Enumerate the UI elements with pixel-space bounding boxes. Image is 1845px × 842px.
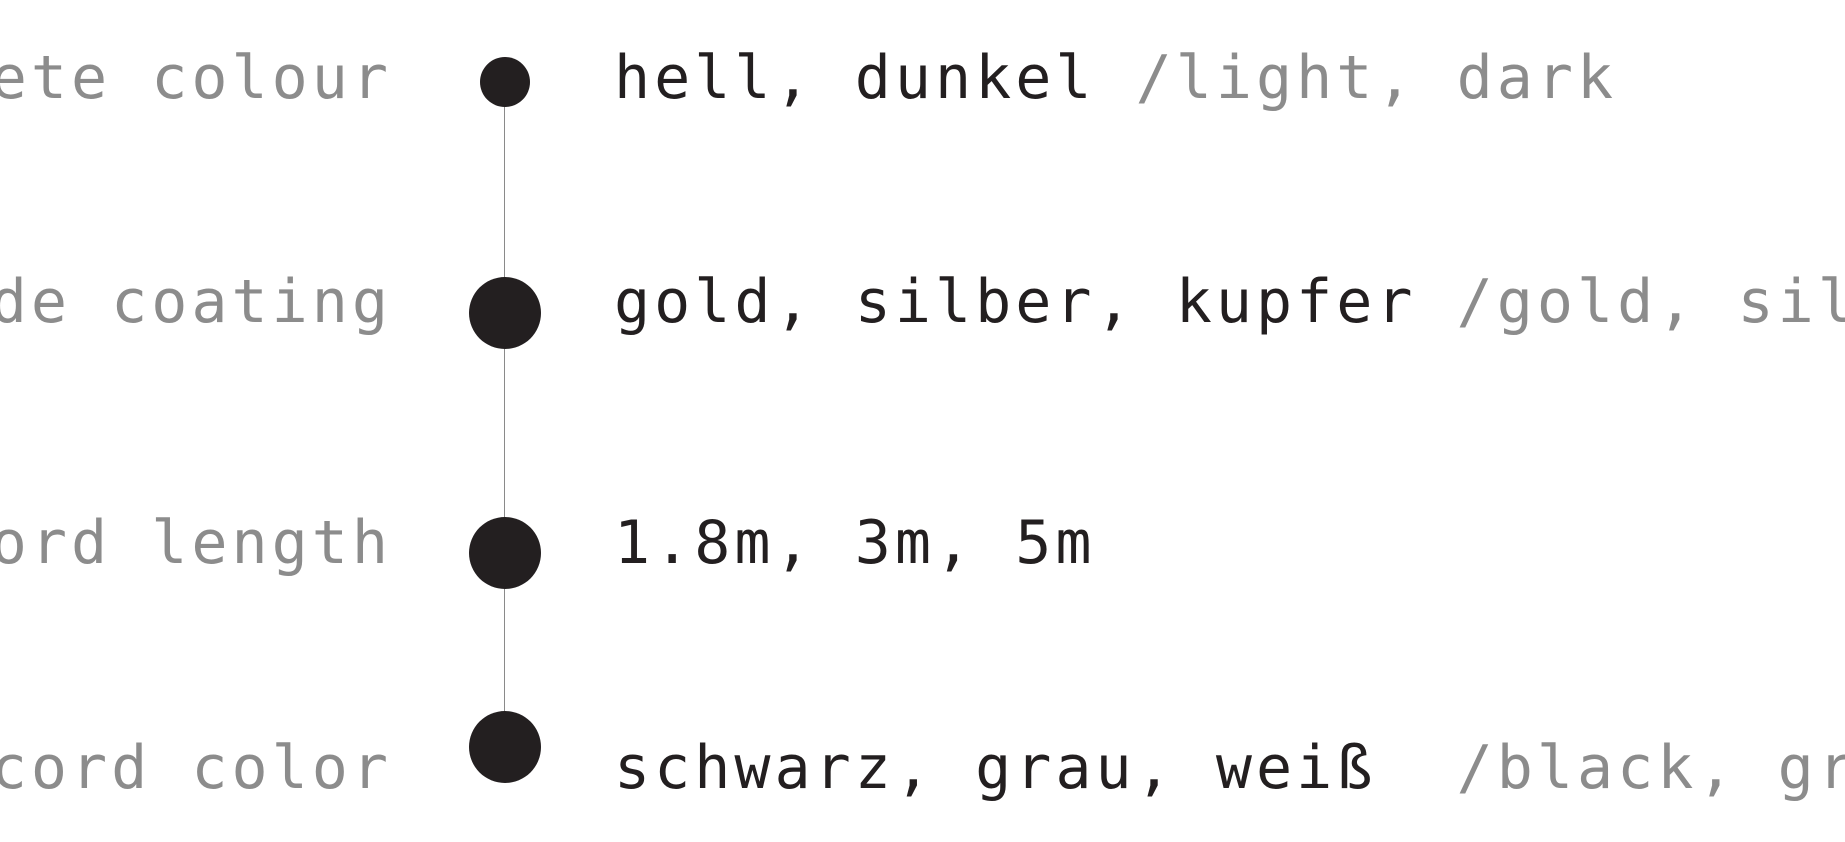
option-label-cord-color: cord color <box>0 733 392 803</box>
values-german: 1.8m, 3m, 5m <box>614 508 1096 578</box>
timeline-dot-length <box>469 517 541 589</box>
values-german: gold, silber, kupfer <box>614 267 1417 337</box>
option-values-length: 1.8m, 3m, 5m <box>614 513 1095 573</box>
option-values-cord-color: schwarz, grau, weiß /black, gr <box>614 738 1845 798</box>
timeline-dot-coating <box>469 277 541 349</box>
option-values-coating: gold, silber, kupfer /gold, sil <box>614 272 1845 332</box>
values-german: schwarz, grau, weiß <box>614 733 1377 803</box>
timeline-connector-line <box>504 82 505 748</box>
values-english: /light, dark <box>1135 43 1618 113</box>
values-german: hell, dunkel <box>614 43 1096 113</box>
option-label-colour: ete colour <box>0 43 392 113</box>
timeline-dot-colour <box>480 57 530 107</box>
values-english: /gold, sil <box>1456 267 1845 337</box>
timeline-dot-cord-color <box>469 711 541 783</box>
values-english: /black, gr <box>1416 733 1845 803</box>
option-label-length: ord length <box>0 508 392 578</box>
option-values-colour: hell, dunkel /light, dark <box>614 48 1617 108</box>
option-label-coating: de coating <box>0 267 392 337</box>
